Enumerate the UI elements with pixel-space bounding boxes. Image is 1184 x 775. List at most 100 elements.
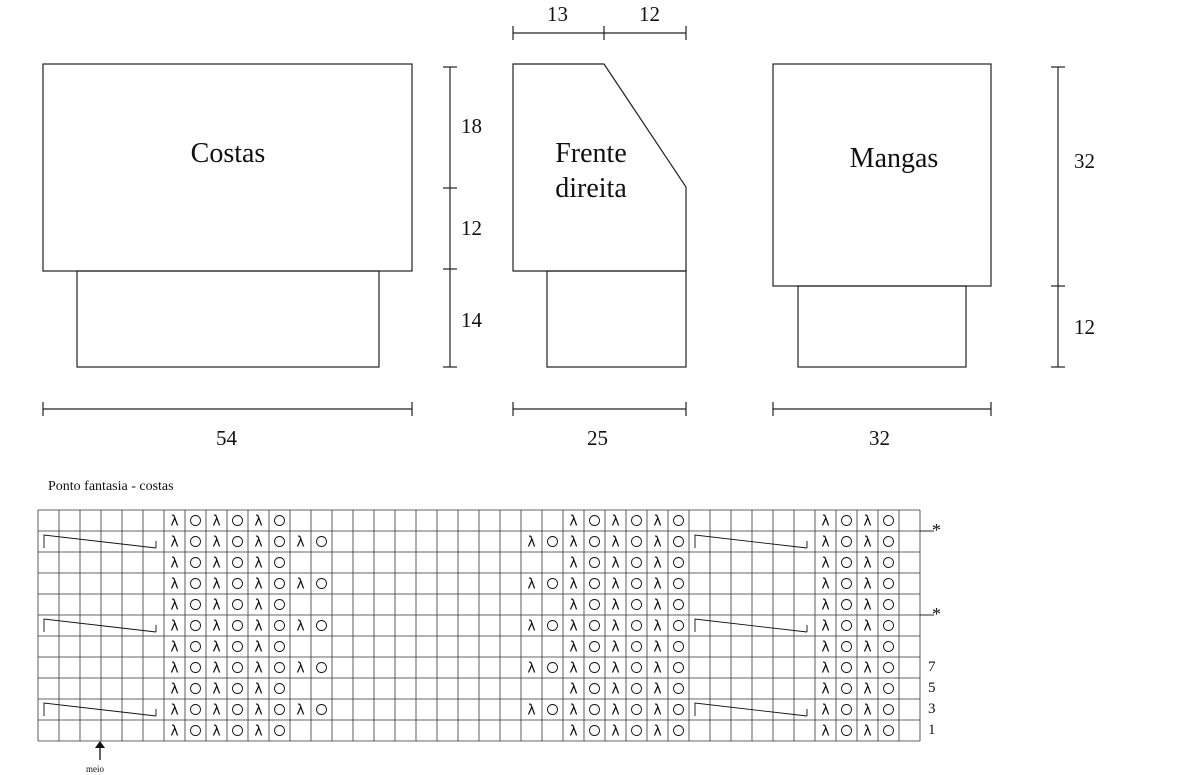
decrease-symbol: λ <box>212 682 220 698</box>
decrease-symbol: λ <box>254 724 262 740</box>
decrease-symbol: λ <box>254 577 262 593</box>
decrease-symbol: λ <box>569 619 577 635</box>
decrease-symbol: λ <box>569 640 577 656</box>
yarn-over-symbol <box>274 620 285 631</box>
decrease-symbol: λ <box>863 640 871 656</box>
decrease-symbol: λ <box>212 514 220 530</box>
decrease-symbol: λ <box>569 535 577 551</box>
decrease-symbol: λ <box>170 514 178 530</box>
row-number-7: 7 <box>928 659 936 675</box>
yarn-over-symbol <box>673 704 684 715</box>
decrease-symbol: λ <box>821 535 829 551</box>
yarn-over-symbol <box>316 578 327 589</box>
yarn-over-symbol <box>631 725 642 736</box>
decrease-symbol: λ <box>254 598 262 614</box>
decrease-symbol: λ <box>821 724 829 740</box>
yarn-over-symbol <box>883 662 894 673</box>
decrease-symbol: λ <box>611 619 619 635</box>
yarn-over-symbol <box>883 536 894 547</box>
yarn-over-symbol <box>631 578 642 589</box>
yarn-over-symbol <box>883 641 894 652</box>
yarn-over-symbol <box>190 662 201 673</box>
decrease-symbol: λ <box>170 598 178 614</box>
yarn-over-symbol <box>547 620 558 631</box>
yarn-over-symbol <box>190 704 201 715</box>
decrease-symbol: λ <box>569 661 577 677</box>
decrease-symbol: λ <box>527 535 535 551</box>
yarn-over-symbol <box>841 725 852 736</box>
dim-frente-top-right: 12 <box>639 2 660 26</box>
yarn-over-symbol <box>232 515 243 526</box>
dim-costas-h-rib: 14 <box>461 308 482 332</box>
decrease-symbol: λ <box>212 724 220 740</box>
decrease-symbol: λ <box>170 724 178 740</box>
yarn-over-symbol <box>316 704 327 715</box>
yarn-over-symbol <box>589 725 600 736</box>
yarn-over-symbol <box>883 515 894 526</box>
yarn-over-symbol <box>631 599 642 610</box>
decrease-symbol: λ <box>611 514 619 530</box>
yarn-over-symbol <box>883 704 894 715</box>
yarn-over-symbol <box>589 578 600 589</box>
decrease-symbol: λ <box>254 682 262 698</box>
decrease-symbol: λ <box>863 514 871 530</box>
decrease-symbol: λ <box>653 661 661 677</box>
yarn-over-symbol <box>883 620 894 631</box>
decrease-symbol: λ <box>653 703 661 719</box>
decrease-symbol: λ <box>212 598 220 614</box>
yarn-over-symbol <box>673 620 684 631</box>
decrease-symbol: λ <box>170 556 178 572</box>
decrease-symbol: λ <box>863 682 871 698</box>
cable-bracket <box>43 702 157 717</box>
yarn-over-symbol <box>232 704 243 715</box>
yarn-over-symbol <box>274 515 285 526</box>
decrease-symbol: λ <box>653 598 661 614</box>
yarn-over-symbol <box>673 599 684 610</box>
decrease-symbol: λ <box>863 577 871 593</box>
decrease-symbol: λ <box>821 598 829 614</box>
decrease-symbol: λ <box>527 577 535 593</box>
yarn-over-symbol <box>190 599 201 610</box>
decrease-symbol: λ <box>821 619 829 635</box>
decrease-symbol: λ <box>569 514 577 530</box>
dim-mangas-rib: 12 <box>1074 315 1095 339</box>
decrease-symbol: λ <box>527 661 535 677</box>
yarn-over-symbol <box>190 683 201 694</box>
yarn-over-symbol <box>631 704 642 715</box>
decrease-symbol: λ <box>863 619 871 635</box>
yarn-over-symbol <box>232 536 243 547</box>
decrease-symbol: λ <box>254 661 262 677</box>
decrease-symbol: λ <box>170 535 178 551</box>
dim-costas-h-top: 18 <box>461 114 482 138</box>
decrease-symbol: λ <box>569 577 577 593</box>
decrease-symbol: λ <box>863 703 871 719</box>
cable-bracket <box>43 618 157 633</box>
decrease-symbol: λ <box>611 556 619 572</box>
yarn-over-symbol <box>190 557 201 568</box>
yarn-over-symbol <box>841 515 852 526</box>
decrease-symbol: λ <box>653 535 661 551</box>
row-number-1: 1 <box>928 722 936 738</box>
yarn-over-symbol <box>274 683 285 694</box>
decrease-symbol: λ <box>296 577 304 593</box>
yarn-over-symbol <box>841 599 852 610</box>
dim-frente-top-left: 13 <box>547 2 568 26</box>
yarn-over-symbol <box>316 662 327 673</box>
yarn-over-symbol <box>316 536 327 547</box>
decrease-symbol: λ <box>254 514 262 530</box>
yarn-over-symbol <box>841 578 852 589</box>
yarn-over-symbol <box>841 557 852 568</box>
meio-label: meio <box>86 764 104 774</box>
yarn-over-symbol <box>274 557 285 568</box>
dim-frente-width: 25 <box>587 426 608 450</box>
decrease-symbol: λ <box>212 619 220 635</box>
decrease-symbol: λ <box>212 535 220 551</box>
decrease-symbol: λ <box>212 556 220 572</box>
yarn-over-symbol <box>589 641 600 652</box>
yarn-over-symbol <box>190 620 201 631</box>
repeat-star-top: * <box>932 520 941 540</box>
decrease-symbol: λ <box>653 724 661 740</box>
yarn-over-symbol <box>232 683 243 694</box>
yarn-over-symbol <box>841 536 852 547</box>
label-mangas: Mangas <box>849 143 939 174</box>
